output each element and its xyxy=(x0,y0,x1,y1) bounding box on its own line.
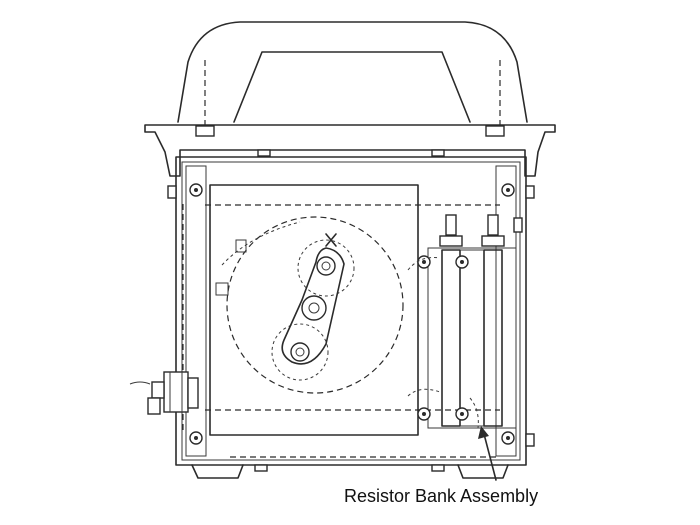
cable-gland xyxy=(129,371,199,415)
callout-arrow xyxy=(478,426,497,481)
enclosure-box xyxy=(175,156,527,479)
top-hood xyxy=(177,21,528,140)
cam-disc xyxy=(215,216,404,394)
resistor-bank-label: Resistor Bank Assembly xyxy=(344,486,539,506)
inner-panel xyxy=(209,184,419,436)
corner-screw xyxy=(167,183,535,447)
resistor-bank-assembly xyxy=(407,214,523,429)
mounting-flange xyxy=(144,124,556,177)
